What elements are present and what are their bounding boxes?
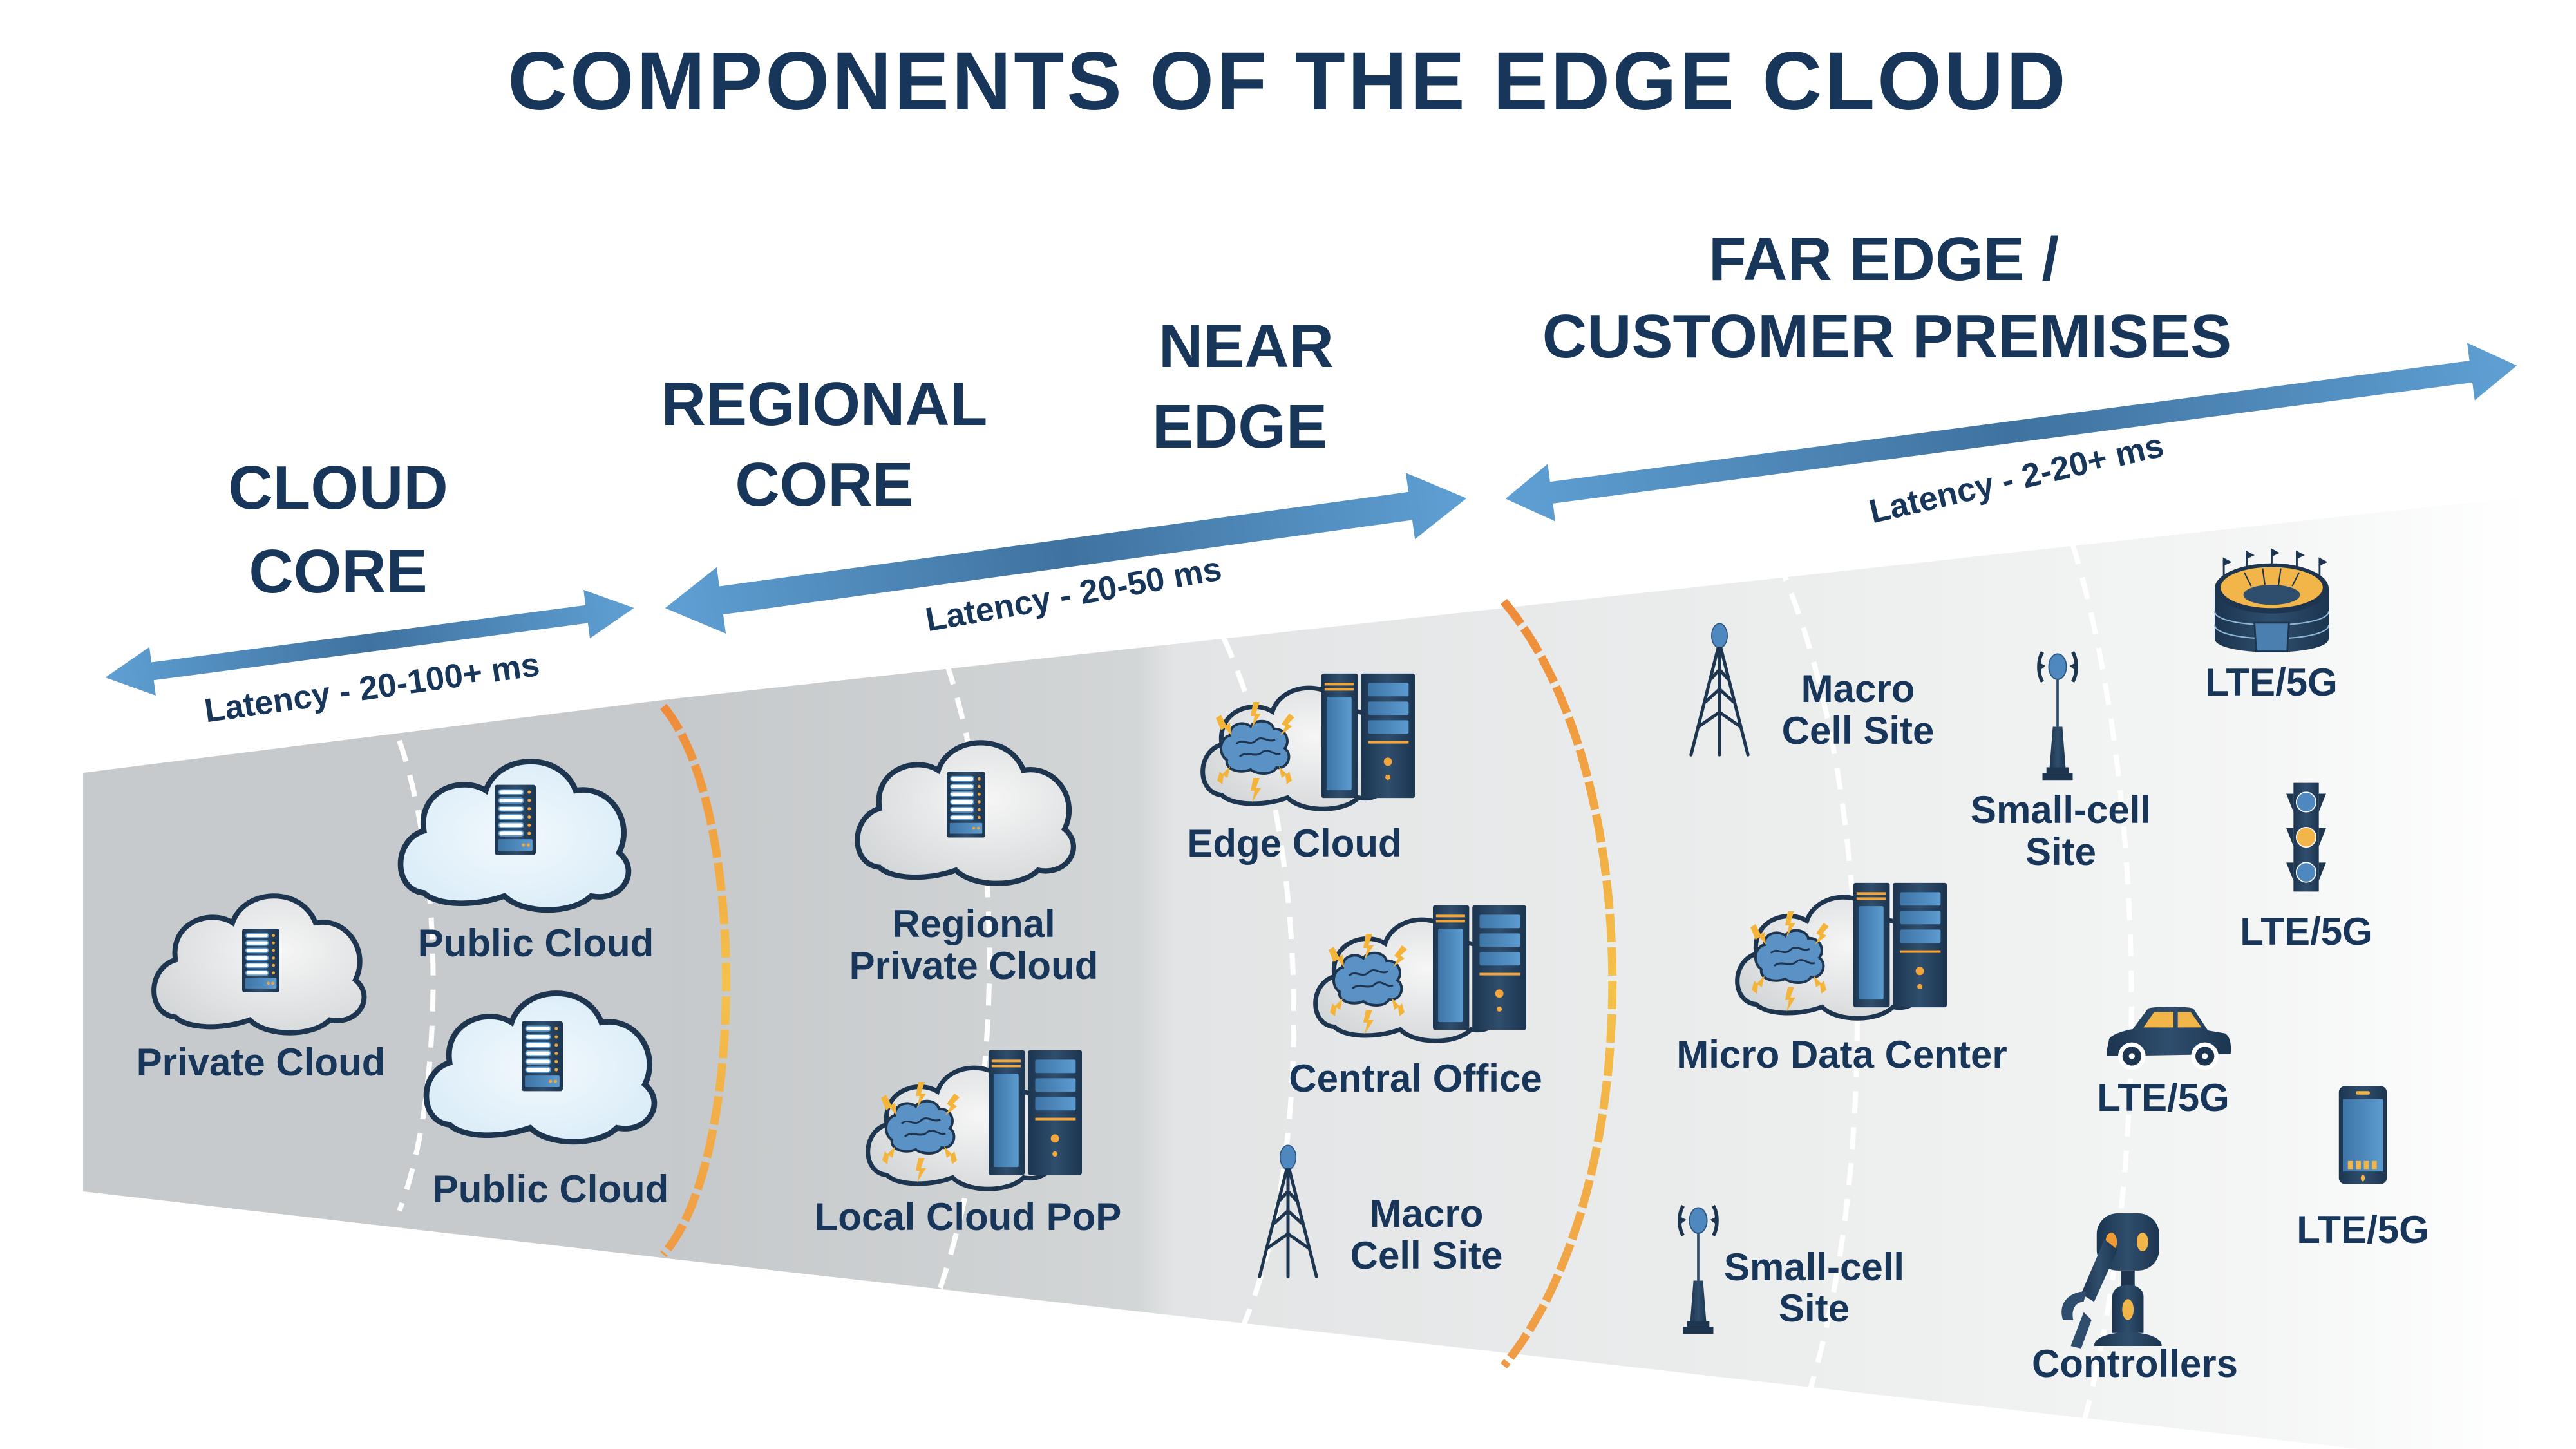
item-label: LTE/5G [2205,661,2338,704]
car-endpoint: LTE/5G [2097,1007,2231,1119]
divider-dashed-5 [2058,507,2134,1437]
item-label: Site [2025,830,2096,873]
item-label: Small-cell [1724,1245,1904,1289]
item-label: Micro Data Center [1676,1033,2007,1076]
item-label: LTE/5G [2297,1208,2429,1251]
rack-server-icon [494,784,536,856]
tier-heading-line: EDGE [1152,392,1327,461]
item-label: Regional [892,902,1055,945]
boundary-near-far [1500,598,1617,1369]
item-label: Macro [1370,1192,1484,1235]
smartphone-icon [2338,1086,2387,1184]
local-cloud-pop: Local Cloud PoP [815,1050,1122,1238]
item-label: Public Cloud [418,922,654,965]
micro-data-center: Micro Data Center [1676,882,2007,1076]
tier-heading-regional-core: REGIONAL CORE [661,370,988,519]
latency-arrows [105,343,2517,696]
rack-server-icon [521,1020,564,1092]
item-label: Cell Site [1782,709,1935,752]
server-tower-icon [1433,905,1526,1030]
double-arrow-cloud-core [105,589,634,696]
traffic-light-icon [2285,782,2327,893]
tier-boundaries [660,598,1617,1369]
double-arrow-regional-near [665,473,1467,634]
tier-heading-near-edge: NEAR EDGE [1152,312,1334,461]
controllers-endpoint: Controllers [2032,1213,2238,1385]
item-label: Private Cloud [849,944,1099,987]
rack-server-icon [242,928,280,993]
item-label: Controllers [2032,1342,2238,1385]
band-edge [673,496,2531,1449]
item-label: Central Office [1289,1057,1542,1100]
phone-endpoint: LTE/5G [2297,1086,2429,1251]
item-label: Private Cloud [137,1041,386,1084]
item-label: Public Cloud [433,1168,669,1211]
rack-server-icon [946,771,986,838]
central-office: Central Office [1289,905,1542,1100]
tier-heading-line: CUSTOMER PREMISES [1542,302,2231,371]
small-cell-site-1: Small-cell Site [1971,652,2151,873]
tier-heading-line: CORE [249,537,427,606]
item-label: Small-cell [1971,788,2151,831]
item-label: Local Cloud PoP [815,1195,1122,1238]
macro-cell-site-far: Macro Cell Site [1691,623,1935,755]
tier-heading-line: CLOUD [228,453,448,522]
tier-heading-line: CORE [735,450,913,519]
server-tower-icon [989,1050,1082,1175]
macro-cell-site-near: Macro Cell Site [1260,1145,1503,1277]
traffic-light-endpoint: LTE/5G [2240,782,2372,953]
tier-heading-cloud-core: CLOUD CORE [228,453,448,606]
page-title: COMPONENTS OF THE EDGE CLOUD [507,35,2068,128]
edge-cloud: Edge Cloud [1187,673,1415,865]
stadium-endpoint: LTE/5G [2205,548,2338,704]
item-label: Site [1779,1287,1850,1330]
tier-heading-far-edge: FAR EDGE / CUSTOMER PREMISES [1542,225,2231,371]
public-cloud-2: Public Cloud [426,993,668,1211]
tier-heading-line: FAR EDGE / [1709,225,2059,294]
regional-private-cloud: Regional Private Cloud [849,743,1099,987]
public-cloud-1: Public Cloud [401,761,654,965]
item-label: Cell Site [1350,1234,1503,1277]
item-label: Edge Cloud [1187,822,1401,865]
boundary-cloud-regional [660,703,730,1258]
double-arrow-far-edge [1505,343,2517,522]
item-label: LTE/5G [2097,1076,2230,1119]
small-cell-site-2: Small-cell Site [1680,1206,1904,1334]
server-tower-icon [1853,882,1947,1008]
item-label: LTE/5G [2240,910,2372,953]
tier-heading-line: REGIONAL [661,370,988,439]
server-tower-icon [1321,673,1415,799]
item-label: Macro [1801,667,1915,710]
private-cloud: Private Cloud [137,896,386,1084]
tier-heading-line: NEAR [1159,312,1334,381]
